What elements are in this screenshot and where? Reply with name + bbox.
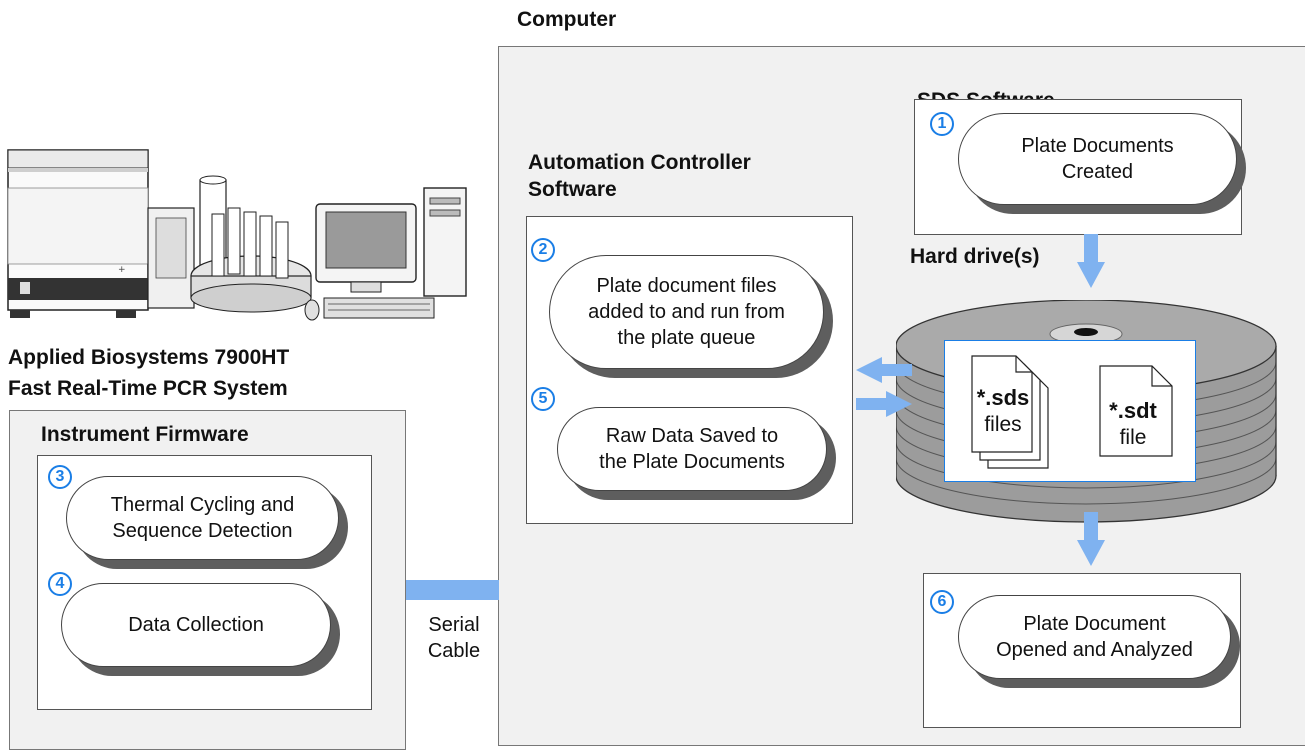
serial-cable [406, 580, 499, 600]
step-6-badge: 6 [930, 590, 954, 614]
sdt-file-word: file [1119, 426, 1147, 449]
step-3-pill: Thermal Cycling and Sequence Detection [66, 476, 339, 560]
sdt-file-label: *.sdt file [1100, 398, 1166, 451]
system-name-label: Applied Biosystems 7900HT Fast Real-Time… [8, 346, 290, 400]
step-2-badge: 2 [531, 238, 555, 262]
step-2-pill: Plate document files added to and run fr… [549, 255, 824, 369]
sds-file-ext: *.sds [976, 385, 1030, 410]
serial-cable-label: Serial Cable [427, 614, 481, 662]
step-6-pill: Plate Document Opened and Analyzed [958, 595, 1231, 679]
step-1-pill: Plate Documents Created [958, 113, 1237, 205]
step-5-badge: 5 [531, 387, 555, 411]
automation-controller-label: Automation Controller Software [528, 151, 751, 201]
hard-drive-label: Hard drive(s) [910, 245, 1040, 268]
sdt-file-icon [1099, 365, 1173, 457]
sdt-file-ext: *.sdt [1109, 398, 1157, 423]
computer-label: Computer [517, 8, 617, 31]
sds-files-icon [971, 355, 1049, 469]
step-1-badge: 1 [930, 112, 954, 136]
step-5-pill: Raw Data Saved to the Plate Documents [557, 407, 827, 491]
step-4-badge: 4 [48, 572, 72, 596]
sds-file-word: files [984, 413, 1022, 436]
pcr-instrument-illustration: + [7, 149, 467, 321]
step-4-pill: Data Collection [61, 583, 331, 667]
firmware-label: Instrument Firmware [41, 423, 249, 446]
svg-text:+: + [118, 265, 126, 275]
step-3-badge: 3 [48, 465, 72, 489]
sds-files-label: *.sds files [970, 385, 1036, 438]
